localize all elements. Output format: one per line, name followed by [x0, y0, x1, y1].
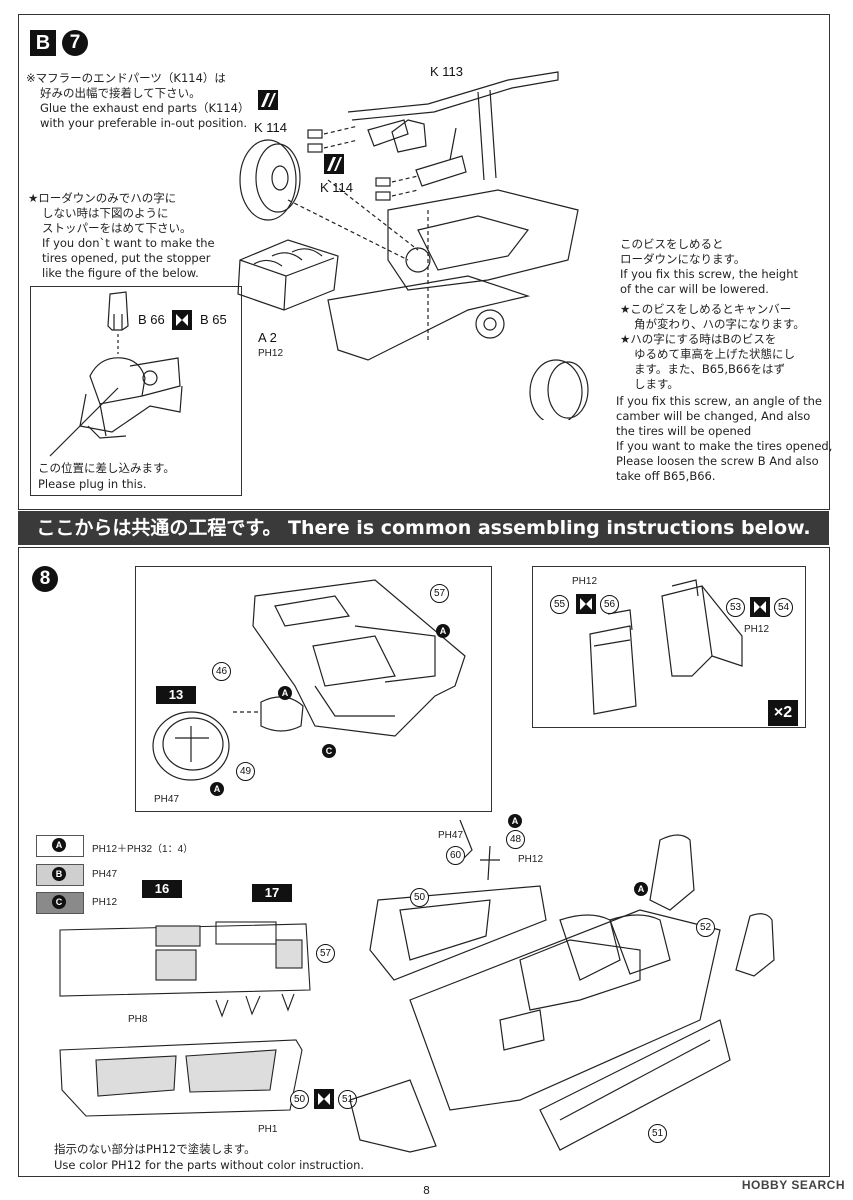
dashboard-detail-frame [135, 566, 492, 812]
camber-note-jp-5: ます。また、B65,B66をはず [634, 362, 786, 376]
legend-c-text: PH12 [92, 897, 118, 908]
screw-note-jp-2: ローダウンになります。 [620, 252, 746, 266]
screw-note-en-2: of the car will be lowered. [620, 282, 769, 296]
page-number: 8 [423, 1184, 430, 1197]
screw-note-jp-1: このビスをしめると [620, 237, 724, 251]
part-55-label: 55 [550, 595, 569, 614]
screw-note-en-1: If you fix this screw, the height [620, 267, 798, 281]
part-52-label: 52 [696, 918, 715, 937]
chrome-plated-icon-b [324, 154, 344, 174]
clear-part-d17-badge: 17 [252, 884, 292, 902]
lowdown-note-jp-1: ★ローダウンのみでハの字に [28, 191, 177, 205]
ph47b-label: PH47 [438, 830, 464, 841]
part-57-label: 57 [430, 584, 449, 603]
exhaust-note-en-1: Glue the exhaust end parts（K114） [40, 101, 250, 115]
camber-note-en-2: camber will be changed, And also [616, 409, 811, 423]
step-b7-frame [18, 14, 830, 510]
part-ph12-label: PH12 [258, 348, 284, 359]
camber-note-en-1: If you fix this screw, an angle of the [616, 394, 822, 408]
pair-icon [172, 310, 192, 330]
part-51b-label: 51 [648, 1124, 667, 1143]
seat-drawing [589, 579, 743, 715]
legend-a-marker: A [52, 838, 66, 852]
inset-b66-label: B 66 [138, 312, 165, 327]
step-b7-number-badge: 7 [62, 30, 88, 56]
stopper-inset-drawing [49, 291, 183, 457]
dashboard-steering-drawing [152, 579, 466, 781]
lowdown-note-en-2: tires opened, put the stopper [42, 251, 211, 265]
camber-note-en-4: If you want to make the tires opened, [616, 439, 833, 453]
part-50-label: 50 [290, 1090, 309, 1109]
part-a2-label: A 2 [258, 330, 277, 345]
pair-icon-seat-b [750, 597, 770, 617]
camber-note-en-6: take off B65,B66. [616, 469, 716, 483]
step-8-number-badge: 8 [32, 566, 58, 592]
clear-part-d16-badge: 16 [142, 880, 182, 898]
rear-suspension-exhaust-drawing [237, 71, 589, 420]
ph8-label: PH8 [128, 1014, 148, 1025]
seat-ph12-bottom: PH12 [744, 624, 770, 635]
step-8-frame [18, 547, 830, 1177]
paint-a-marker-floor: A [634, 882, 648, 896]
paint-a-marker-dash: A [436, 624, 450, 638]
inset-note-en: Please plug in this. [38, 477, 147, 491]
part-54-label: 54 [774, 598, 793, 617]
legend-c-marker: C [52, 895, 66, 909]
camber-note-jp-4: ゆるめて車高を上げた状態にし [634, 347, 795, 361]
part-48-label: 48 [506, 830, 525, 849]
legend-a-text: PH12＋PH32（1：4） [92, 844, 194, 855]
inset-note-jp: この位置に差し込みます。 [38, 461, 175, 475]
part-k113-label: K 113 [430, 64, 464, 79]
camber-note-en-3: the tires will be opened [616, 424, 752, 438]
paint-a-marker-shift: A [508, 814, 522, 828]
lowdown-note-jp-2: しない時は下図のように [42, 206, 169, 220]
part-k114-label-a: K 114 [254, 120, 288, 135]
times-two-badge: ×2 [768, 700, 798, 726]
exhaust-note-jp-2: 好みの出幅で接着して下さい。 [40, 86, 201, 100]
lowdown-note-en-3: like the figure of the below. [42, 266, 199, 280]
part-57b-label: 57 [316, 944, 335, 963]
part-49-label: 49 [236, 762, 255, 781]
exhaust-note-jp-1: ※マフラーのエンドパーツ（K114）は [26, 71, 226, 85]
chrome-plated-icon [258, 90, 278, 110]
part-56-label: 56 [600, 595, 619, 614]
part-50b-label: 50 [410, 888, 429, 907]
lowdown-note-jp-3: ストッパーをはめて下さい。 [42, 221, 192, 235]
footer-note-en: Use color PH12 for the parts without col… [54, 1158, 365, 1172]
clear-part-d-badge: 13 [156, 686, 196, 704]
paint-c-marker: C [322, 744, 336, 758]
interior-tub-drawing [349, 819, 775, 1153]
lowdown-note-en-1: If you don`t want to make the [42, 236, 215, 250]
part-k114-label-b: K 114 [320, 180, 354, 195]
ph47-label: PH47 [154, 794, 180, 805]
paint-a-marker-wheel: A [210, 782, 224, 796]
part-46-label: 46 [212, 662, 231, 681]
legend-b-marker: B [52, 867, 66, 881]
exhaust-note-en-2: with your preferable in-out position. [40, 116, 248, 130]
inset-b65-label: B 65 [200, 312, 227, 327]
part-51-label: 51 [338, 1090, 357, 1109]
camber-note-jp-3: ★ハの字にする時はBのビスを [620, 332, 777, 346]
paint-a-marker-column: A [278, 686, 292, 700]
camber-note-jp-6: します。 [634, 377, 679, 391]
watermark: HOBBY SEARCH [741, 1178, 845, 1192]
footer-note-jp: 指示のない部分はPH12で塗装します。 [54, 1142, 256, 1156]
part-60-label: 60 [446, 846, 465, 865]
pair-icon-seat-a [576, 594, 596, 614]
ph1-label: PH1 [258, 1124, 278, 1135]
dashboard-color-guide-drawing [59, 921, 311, 1117]
camber-note-jp-2: 角が変わり、ハの字になります。 [634, 317, 805, 331]
seat-ph12-top: PH12 [572, 576, 598, 587]
step-b7-letter-badge: B [30, 30, 56, 56]
pair-icon-door [314, 1089, 334, 1109]
stopper-inset-frame [30, 286, 242, 496]
common-instructions-banner: ここからは共通の工程です。 There is common assembling… [18, 511, 829, 545]
part-53-label: 53 [726, 598, 745, 617]
camber-note-en-5: Please loosen the screw B And also [616, 454, 819, 468]
camber-note-jp-1: ★このビスをしめるとキャンバー [620, 302, 792, 316]
seat-detail-frame [532, 566, 806, 728]
legend-b-text: PH47 [92, 869, 118, 880]
ph12c-label: PH12 [518, 854, 544, 865]
